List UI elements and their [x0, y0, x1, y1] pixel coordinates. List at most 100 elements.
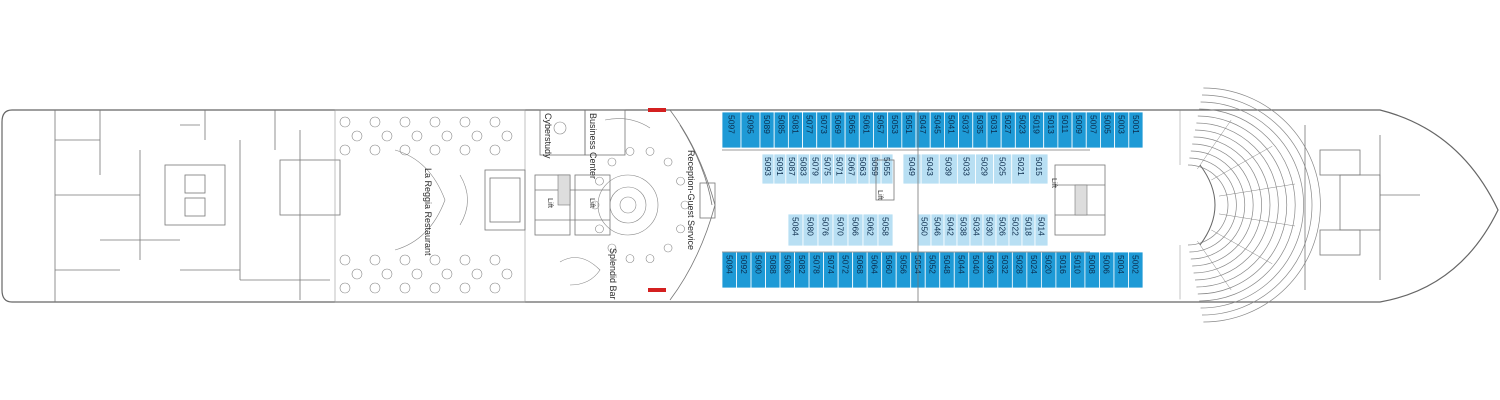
cabin-5045[interactable]: 5045 — [929, 111, 945, 149]
cabin-5071[interactable]: 5071 — [833, 153, 846, 185]
cabin-5074[interactable]: 5074 — [823, 251, 839, 289]
cabin-5028[interactable]: 5028 — [1011, 251, 1028, 289]
cabin-5091[interactable]: 5091 — [773, 153, 787, 185]
lift-label-3: Lift — [1050, 178, 1059, 189]
cabin-5034[interactable]: 5034 — [969, 213, 984, 247]
cabin-5077[interactable]: 5077 — [802, 111, 818, 149]
cabin-5053[interactable]: 5053 — [887, 111, 903, 149]
cabin-5027[interactable]: 5027 — [1000, 111, 1016, 149]
cabin-5010[interactable]: 5010 — [1070, 251, 1086, 289]
svg-text:5031: 5031 — [989, 115, 999, 134]
cabin-5039[interactable]: 5039 — [938, 153, 958, 185]
svg-text:5051: 5051 — [904, 115, 914, 134]
cabin-5062[interactable]: 5062 — [862, 213, 879, 247]
cabin-5069[interactable]: 5069 — [830, 111, 846, 149]
cabin-5079[interactable]: 5079 — [809, 153, 822, 185]
cabin-5092[interactable]: 5092 — [736, 251, 752, 289]
cabin-5014[interactable]: 5014 — [1034, 213, 1049, 247]
cabin-5068[interactable]: 5068 — [852, 251, 868, 289]
svg-text:5074: 5074 — [826, 255, 836, 274]
cabin-5067[interactable]: 5067 — [844, 153, 858, 185]
cabin-5064[interactable]: 5064 — [866, 251, 883, 289]
svg-text:5085: 5085 — [776, 115, 786, 134]
cabin-5029[interactable]: 5029 — [975, 153, 995, 185]
cabin-5001[interactable]: 5001 — [1128, 111, 1144, 149]
cabin-5086[interactable]: 5086 — [779, 251, 795, 289]
cabin-5083[interactable]: 5083 — [797, 153, 811, 185]
cabin-5044[interactable]: 5044 — [953, 251, 970, 289]
cabin-5037[interactable]: 5037 — [958, 111, 974, 149]
cabin-5090[interactable]: 5090 — [750, 251, 766, 289]
cabin-5060[interactable]: 5060 — [881, 251, 897, 289]
cabin-5042[interactable]: 5042 — [943, 213, 958, 247]
cabin-5050[interactable]: 5050 — [917, 213, 932, 247]
cabin-5087[interactable]: 5087 — [785, 153, 799, 185]
cabin-5082[interactable]: 5082 — [794, 251, 810, 289]
cabin-5021[interactable]: 5021 — [1011, 153, 1031, 185]
cabin-5048[interactable]: 5048 — [939, 251, 955, 289]
cabin-5070[interactable]: 5070 — [832, 213, 849, 247]
cabin-5008[interactable]: 5008 — [1084, 251, 1100, 289]
cabin-5016[interactable]: 5016 — [1055, 251, 1071, 289]
cabin-5059[interactable]: 5059 — [868, 153, 882, 185]
cabin-5019[interactable]: 5019 — [1029, 111, 1045, 149]
cabin-5015[interactable]: 5015 — [1029, 153, 1049, 185]
cabin-5018[interactable]: 5018 — [1021, 213, 1036, 247]
cabin-5009[interactable]: 5009 — [1071, 111, 1087, 149]
cabin-5094[interactable]: 5094 — [721, 251, 737, 289]
cabin-5047[interactable]: 5047 — [915, 111, 931, 149]
cabin-5020[interactable]: 5020 — [1040, 251, 1057, 289]
cabin-5075[interactable]: 5075 — [821, 153, 834, 185]
cabin-5065[interactable]: 5065 — [844, 111, 860, 149]
cabin-5035[interactable]: 5035 — [972, 111, 988, 149]
cabin-5007[interactable]: 5007 — [1085, 111, 1101, 149]
cabin-5084[interactable]: 5084 — [787, 213, 804, 247]
cabin-5013[interactable]: 5013 — [1043, 111, 1059, 149]
cabin-5076[interactable]: 5076 — [817, 213, 834, 247]
cabin-5002[interactable]: 5002 — [1128, 251, 1144, 289]
cabin-5093[interactable]: 5093 — [761, 153, 775, 185]
svg-text:5025: 5025 — [998, 157, 1008, 176]
cabin-5085[interactable]: 5085 — [773, 111, 789, 149]
cabin-5040[interactable]: 5040 — [968, 251, 984, 289]
cabin-5080[interactable]: 5080 — [802, 213, 819, 247]
cabin-5041[interactable]: 5041 — [944, 111, 959, 149]
cabin-5055[interactable]: 5055 — [880, 153, 894, 185]
cabin-5004[interactable]: 5004 — [1113, 251, 1129, 289]
cabin-5049[interactable]: 5049 — [902, 153, 922, 185]
cabin-5046[interactable]: 5046 — [930, 213, 945, 247]
cabin-5023[interactable]: 5023 — [1014, 111, 1030, 149]
cabin-5081[interactable]: 5081 — [787, 111, 803, 149]
cabin-5036[interactable]: 5036 — [982, 251, 999, 289]
cabin-5063[interactable]: 5063 — [856, 153, 870, 185]
cabin-5052[interactable]: 5052 — [924, 251, 941, 289]
cabin-5066[interactable]: 5066 — [847, 213, 864, 247]
cabin-5031[interactable]: 5031 — [986, 111, 1002, 149]
cabin-5033[interactable]: 5033 — [956, 153, 976, 185]
cabin-5073[interactable]: 5073 — [816, 111, 832, 149]
cabin-5026[interactable]: 5026 — [995, 213, 1010, 247]
cabin-5006[interactable]: 5006 — [1099, 251, 1115, 289]
cabin-5024[interactable]: 5024 — [1026, 251, 1042, 289]
cabin-5032[interactable]: 5032 — [997, 251, 1013, 289]
cabin-5030[interactable]: 5030 — [982, 213, 997, 247]
cabin-5051[interactable]: 5051 — [901, 111, 917, 149]
cabin-5088[interactable]: 5088 — [765, 251, 781, 289]
cabin-5095[interactable]: 5095 — [740, 111, 761, 149]
cabin-5058[interactable]: 5058 — [877, 213, 894, 247]
cabin-5003[interactable]: 5003 — [1114, 111, 1130, 149]
cabin-5005[interactable]: 5005 — [1100, 111, 1116, 149]
cabin-5025[interactable]: 5025 — [993, 153, 1013, 185]
cabin-5043[interactable]: 5043 — [920, 153, 940, 185]
cabin-5057[interactable]: 5057 — [873, 111, 889, 149]
cabin-5072[interactable]: 5072 — [837, 251, 854, 289]
cabin-5038[interactable]: 5038 — [956, 213, 971, 247]
cabin-5022[interactable]: 5022 — [1008, 213, 1023, 247]
cabin-5097[interactable]: 5097 — [721, 111, 742, 149]
cabin-5078[interactable]: 5078 — [808, 251, 825, 289]
svg-text:5002: 5002 — [1131, 255, 1141, 274]
cabin-5056[interactable]: 5056 — [895, 251, 912, 289]
cabin-5061[interactable]: 5061 — [858, 111, 874, 149]
cabin-5011[interactable]: 5011 — [1057, 111, 1073, 149]
cabin-5089[interactable]: 5089 — [759, 111, 775, 149]
